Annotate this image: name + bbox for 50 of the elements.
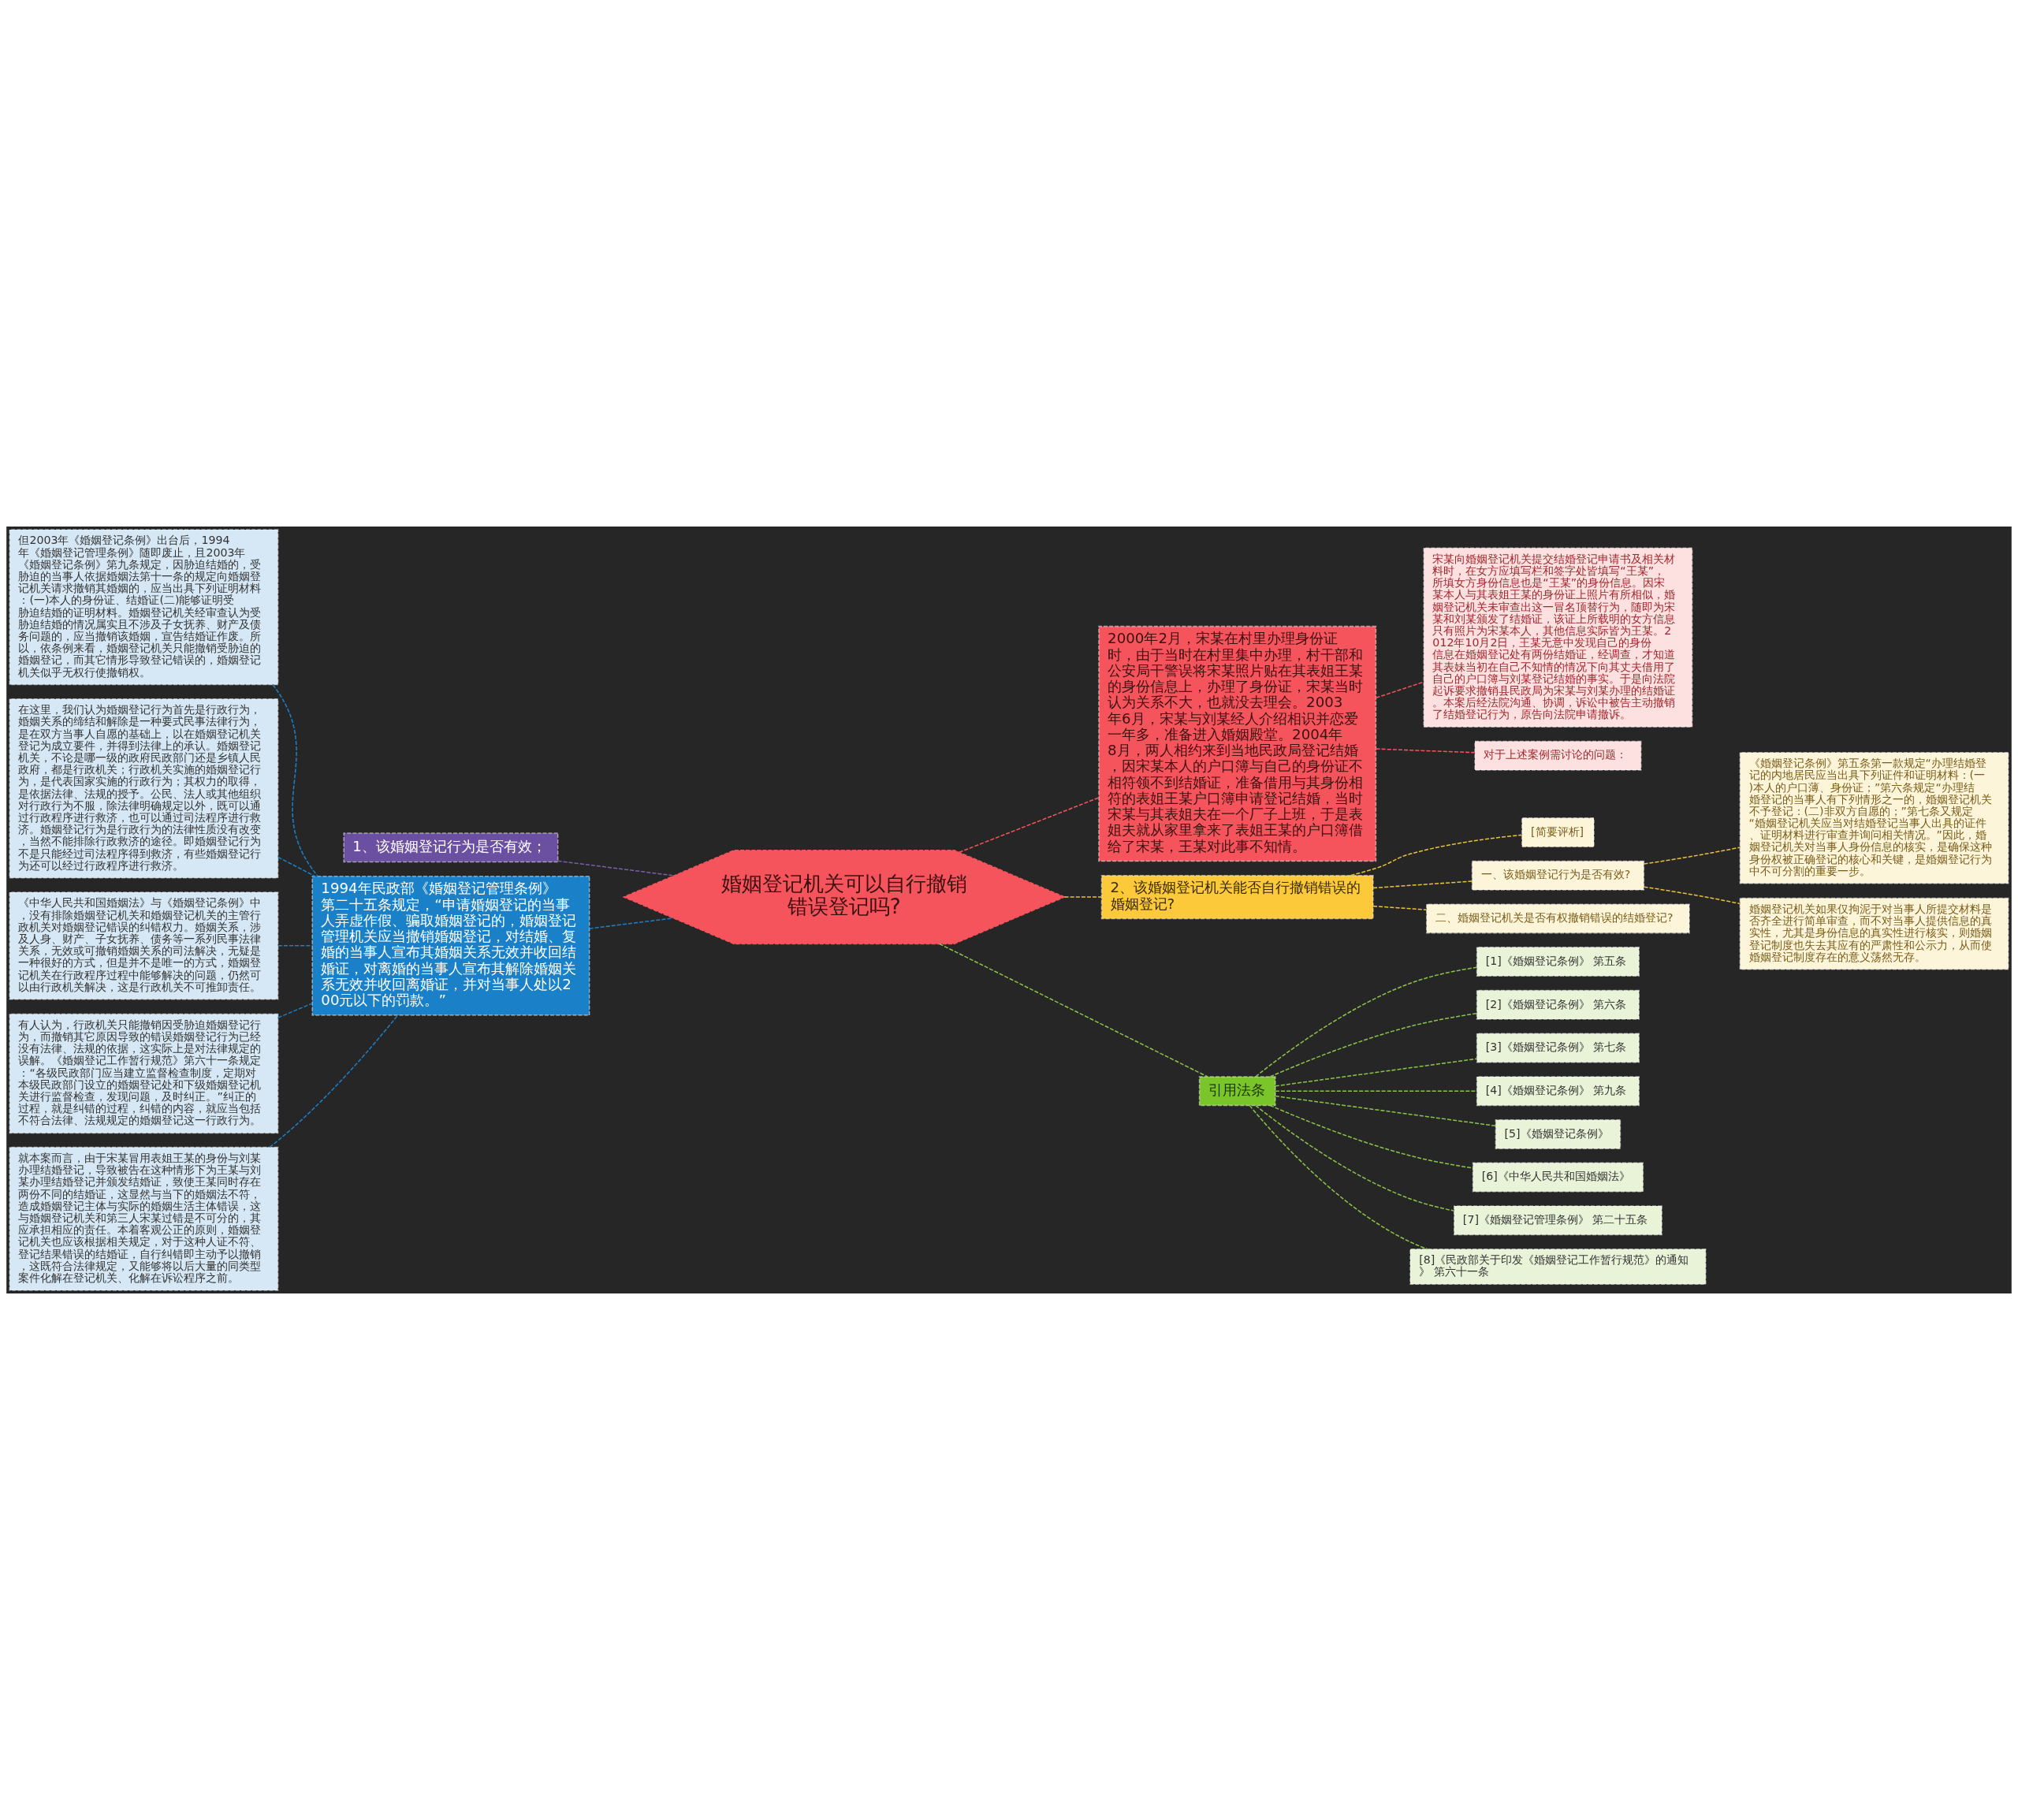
connector bbox=[272, 684, 319, 877]
node-box: 有人认为，行政机关只能撤销因受胁迫婚姻登记行为，而撤销其它原因导致的错误婚姻登记行为已经没有法律、法规的依据，这实际上是对法律规定的误解。《婚姻登记工作暂行规范》第六十一条规定：“各级民政部门应当建立监督检查制度，定期对本级民政部门设立的婚姻登记处和下级婚姻登记机关进行监督检查，发现问题，及时纠正。”纠正的过程，就是纠错的过程，纠错的内容，就应当包括不符合法律、法规规定的婚姻登记这一行政行为。 bbox=[9, 1013, 279, 1134]
connector bbox=[1275, 1090, 1477, 1092]
node-box: 宋某向婚姻登记机关提交结婚登记申请书及相关材料时，在女方应填写栏和签字处皆填写“王某”，所填女方身份信息也是“王某”的身份信息。因宋某本人与其表姐王某的身份证上照片有所相似，婚姻登记机关未审查出这一冒名顶替行为，随即为宋某和刘某颁发了结婚证，该证上所载明的女方信息只有照片为宋某本人，其他信息实际皆为王某。2012年10月2日，王某无意中发现自己的身份信息在婚姻登记处有两份结婚证，经调查，才知道其表妹当初在自己不知情的情况下向其丈夫借用了自己的户口簿与刘某登记结婚的事实。于是向法院起诉要求撤销县民政局为宋某与刘某办理的结婚证。本案后经法院沟通、协调，诉讼中被告主动撤销了结婚登记行为，原告向法院申请撤诉。 bbox=[1423, 547, 1693, 728]
node-box: 就本案而言，由于宋某冒用表姐王某的身份与刘某办理结婚登记，导致被告在这种情形下为王某与刘某办理结婚登记并颁发结婚证，致使王某同时存在两份不同的结婚证，这显然与当下的婚姻法不符，造成婚姻登记主体与实际的婚姻生活主体错误，这与婚姻登记机关和第三人宋某过错是不可分的，其应承担相应的责任。本着客观公正的原则，婚姻登记机关也应该根据相关规定，对于这种人证不符、登记结果错误的结婚证，自行纠错即主动予以撤销，这既符合法律规定，又能够将以后大量的同类型案件化解在登记机关、化解在诉讼程序之前。 bbox=[9, 1146, 279, 1291]
connector bbox=[1375, 681, 1424, 699]
node-box: 但2003年《婚姻登记条例》出台后，1994年《婚姻登记管理条例》随即废止，且2003年《婚姻登记条例》第九条规定，因胁迫结婚的，受胁迫的当事人依据婚姻法第十一条的规定向婚姻登记机关请求撤销其婚姻的，应当出具下列证明材料：(一)本人的身份证、结婚证(二)能够证明受胁迫结婚的证明材料。婚姻登记机关经审查认为受胁迫结婚的情况属实且不涉及子女抚养、财产及债务问题的，应当撤销该婚姻，宣告结婚证作废。所以，依条例来看，婚姻登记机关只能撤销受胁迫的婚姻登记，而其它情形导致登记错误的，婚姻登记机关似乎无权行使撤销权。 bbox=[9, 529, 279, 686]
connector bbox=[1372, 905, 1428, 910]
connector bbox=[1275, 1095, 1497, 1127]
node-box: [4]《婚姻登记条例》 第九条 bbox=[1476, 1076, 1640, 1107]
connector bbox=[269, 1014, 399, 1148]
connector bbox=[277, 945, 313, 947]
connector bbox=[1269, 1013, 1478, 1077]
node-box: [7]《婚姻登记管理条例》 第二十五条 bbox=[1453, 1205, 1662, 1236]
connector bbox=[1255, 966, 1478, 1077]
connector bbox=[939, 943, 1208, 1077]
connector bbox=[589, 917, 674, 929]
node-box: 在这里，我们认为婚姻登记行为首先是行政行为，婚姻关系的缔结和解除是一种要式民事法律行为，是在双方当事人自愿的基础上，以在婚姻登记机关登记为成立要件，并得到法律上的承认。婚姻登记机关，不论是哪一级的政府民政部门还是乡镇人民政府，都是行政机关；行政机关实施的婚姻登记行为，是代表国家实施的行政行为；其权力的取得，是依据法律、法规的授予。公民、法人或其他组织对行政行为不服，除法律明确规定以外，既可以通过行政程序进行救济，也可以通过司法程序进行救济。婚姻登记行为是行政行为的法律性质没有改变，当然不能排除行政救济的途径。即婚姻登记行为不是只能经过司法程序得到救济，有些婚姻登记行为还可以经过行政程序进行救济。 bbox=[9, 698, 279, 879]
connector bbox=[277, 856, 316, 877]
node-box: 引用法条 bbox=[1198, 1076, 1276, 1107]
node-box: 1994年民政部《婚姻登记管理条例》第二十五条规定，“申请婚姻登记的当事人弄虚作假、骗取婚姻登记的，婚姻登记管理机关应当撤销婚姻登记，对结婚、复婚的当事人宣布其婚姻关系无效并收回结婚证，对离婚的当事人宣布其解除婚姻关系无效并收回离婚证，并对当事人处以200元以下的罚款。” bbox=[311, 875, 590, 1016]
connector bbox=[1375, 748, 1476, 754]
connector bbox=[1269, 1104, 1473, 1169]
connector bbox=[1350, 834, 1523, 877]
node-box: [3]《婚姻登记条例》 第七条 bbox=[1476, 1033, 1640, 1063]
node-box: [6]《中华人民共和国婚姻法》 bbox=[1472, 1162, 1644, 1193]
connector bbox=[277, 1003, 313, 1018]
connector bbox=[1249, 1104, 1428, 1250]
node-box: [1]《婚姻登记条例》 第五条 bbox=[1476, 947, 1640, 977]
connector bbox=[959, 797, 1100, 853]
connector bbox=[1643, 886, 1741, 905]
node-box: [简要评析] bbox=[1521, 817, 1595, 847]
node-box: 婚姻登记机关如果仅拘泥于对当事人所提交材料是否齐全进行简单审查，而不对当事人提供信息的真实性，尤其是身份信息的真实性进行核实，则婚姻登记制度也失去其应有的严肃性和公示力，从而使婚姻登记制度存在的意义荡然无存。 bbox=[1739, 897, 2009, 970]
connector bbox=[1255, 1104, 1455, 1211]
connector bbox=[1372, 880, 1473, 889]
connector bbox=[1275, 1058, 1477, 1087]
connector bbox=[557, 860, 675, 877]
connector bbox=[1063, 896, 1103, 898]
node-box: 2000年2月，宋某在村里办理身份证时，由于当时在村里集中办理，村干部和公安局干警误将宋某照片贴在其表姐王某的身份信息上，办理了身份证，宋某当时认为关系不大，也就没去理会。2003年6月，宋某与刘某经人介绍相识并恋爱一年多，准备进入婚姻殿堂。2004年8月，两人相约来到当地民政局登记结婚，因宋某本人的户口簿与自己的身份证不相符领不到结婚证，准备借用与其身份相符的表姐王某户口簿申请登记结婚，当时宋某与其表姐夫在一个厂子上班，于是表姐夫就从家里拿来了表姐王某的户口簿借给了宋某，王某对此事不知情。 bbox=[1098, 625, 1377, 862]
node-box: 2、该婚姻登记机关能否自行撤销错误的婚姻登记? bbox=[1100, 874, 1374, 920]
node-box: [5]《婚姻登记条例》 bbox=[1495, 1118, 1621, 1149]
node-box: 《婚姻登记条例》第五条第一款规定“办理结婚登记的内地居民应当出具下列证件和证明材料：(一)本人的户口薄、身份证；”第六条规定“办理结婚登记的当事人有下列情形之一的，婚姻登记机关不予登记：(二)非双方自愿的；”第七条又规定“婚姻登记机关应当对结婚登记当事人出具的证件、证明材料进行审查并询问相关情况。”因此，婚姻登记机关对当事人身份信息的核实，是确保这种身份权被正确登记的核心和关键，是婚姻登记行为中不可分割的重要一步。 bbox=[1739, 751, 2009, 884]
node-box: [8]《民政部关于印发《婚姻登记工作暂行规范》的通知》 第六十一条 bbox=[1409, 1249, 1707, 1286]
node-box: 二、婚姻登记机关是否有权撤销错误的结婚登记? bbox=[1426, 903, 1690, 934]
node-box: 一、该婚姻登记行为是否有效? bbox=[1471, 860, 1645, 891]
node-box: 对于上述案例需讨论的问题： bbox=[1474, 740, 1642, 771]
connector bbox=[1643, 847, 1741, 865]
node-box: 1、该婚姻登记行为是否有效； bbox=[343, 832, 559, 863]
node-box: [2]《婚姻登记条例》 第六条 bbox=[1476, 989, 1640, 1020]
node-box: 《中华人民共和国婚姻法》与《婚姻登记条例》中，没有排除婚姻登记机关和婚姻登记机关的主管行政机关对婚姻登记错误的纠错权力。婚姻关系，涉及人身、财产、子女抚养、债务等一系列民事法律关系，无效或可撤销婚姻关系的司法解决，无疑是一种很好的方式，但是并不是唯一的方式，婚姻登记机关在行政程序过程中能够解决的问题，仍然可以由行政机关解决，这是行政机关不可推卸责任。 bbox=[9, 891, 279, 1000]
